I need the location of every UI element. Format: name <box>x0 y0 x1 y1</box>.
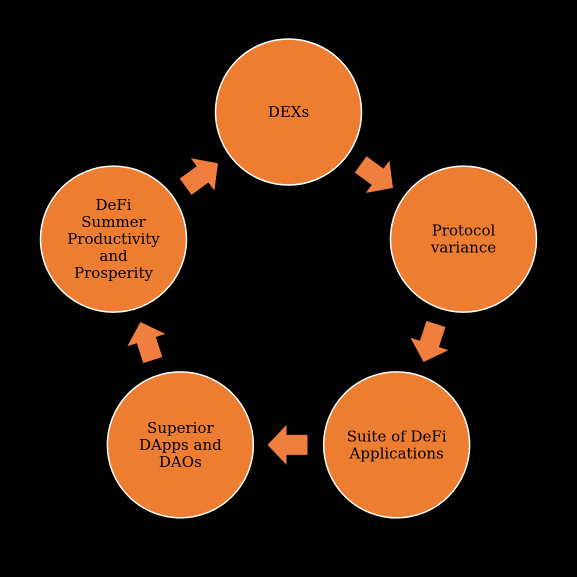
node-circle <box>214 38 363 186</box>
flow-arrow <box>179 158 218 195</box>
flow-arrow <box>127 322 166 364</box>
node-label-line: and <box>99 247 128 265</box>
node-label-line: variance <box>430 239 496 257</box>
arrow-shape <box>127 322 166 364</box>
flow-arrow <box>354 156 393 193</box>
node-label-line: Protocol <box>432 222 496 240</box>
flow-arrow <box>410 320 449 362</box>
arrow-shape <box>410 320 449 362</box>
node-label-line: Prosperity <box>74 264 153 282</box>
arrows-layer <box>127 156 449 465</box>
node-label-line: DAOs <box>159 453 202 471</box>
node-label-line: DeFi <box>95 196 131 214</box>
node-circle <box>389 165 538 313</box>
flow-arrow <box>267 424 308 465</box>
node-dexs: DEXs <box>214 38 363 186</box>
node-label-line: Superior <box>147 419 214 437</box>
node-label-line: DEXs <box>268 103 309 121</box>
node-circle <box>322 371 471 519</box>
node-label-line: Productivity <box>67 230 160 248</box>
arrow-shape <box>179 158 218 195</box>
arrow-shape <box>354 156 393 193</box>
node-label-line: Applications <box>349 444 444 462</box>
node-label-line: Suite of DeFi <box>347 427 447 445</box>
node-label: DEXs <box>268 103 309 121</box>
arrow-shape <box>267 424 308 465</box>
node-label-line: Summer <box>81 213 146 231</box>
node-circle <box>106 371 255 519</box>
node-circle <box>39 165 188 313</box>
node-label-line: DApps and <box>139 436 222 454</box>
